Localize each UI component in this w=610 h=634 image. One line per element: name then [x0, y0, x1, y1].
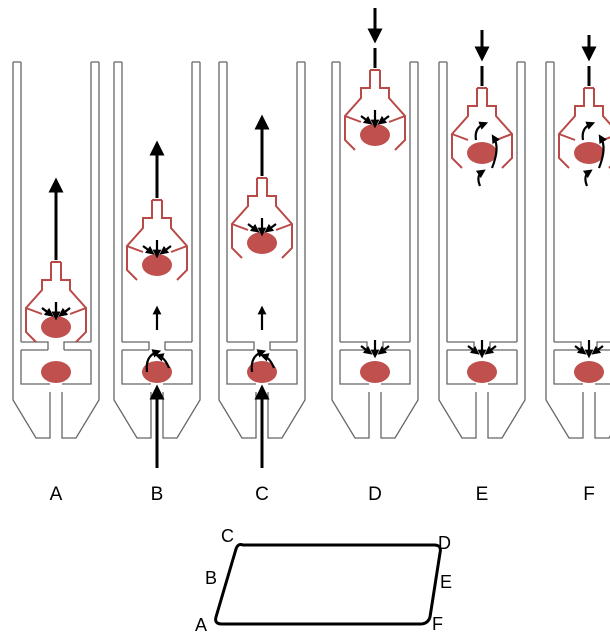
valve-flow-arrows	[377, 345, 390, 355]
inflow-swirl-arrow	[145, 349, 162, 373]
pump-tube	[12, 62, 100, 439]
check-valve-ball	[467, 361, 497, 383]
valve-chamber	[226, 341, 298, 385]
valve-chamber	[121, 341, 193, 385]
stage-label-b: B	[151, 484, 164, 505]
stage-label-d: D	[368, 484, 382, 505]
check-valve-ball	[41, 361, 71, 383]
pump-tube	[113, 62, 201, 439]
cycle-label-b: B	[205, 568, 217, 588]
piston-body	[344, 69, 406, 151]
stage-label-f: F	[583, 484, 595, 505]
piston-ball	[574, 142, 604, 164]
stage-label-a: A	[50, 484, 63, 505]
pump-tube	[545, 62, 610, 439]
cycle-label-d: D	[438, 533, 451, 553]
swirl-arrow	[582, 169, 593, 187]
swirl-arrow	[475, 169, 486, 187]
valve-flow-arrows	[591, 345, 604, 355]
piston-flow-arrows	[360, 115, 373, 125]
cycle-label-a: A	[195, 615, 207, 634]
pump-stage-f	[545, 35, 610, 439]
swirl-arrow	[581, 121, 596, 141]
valve-chamber	[20, 341, 92, 385]
piston-body	[231, 177, 293, 259]
check-valve-ball	[247, 361, 277, 383]
pump-cylinder	[219, 61, 305, 342]
inflow-swirl-arrow	[154, 353, 171, 369]
valve-flow-arrows	[360, 345, 373, 355]
piston-ball	[360, 124, 390, 146]
pump-cylinder	[439, 61, 525, 342]
stage-label-e: E	[476, 484, 489, 505]
piston-ball	[142, 254, 172, 276]
piston-body	[451, 87, 513, 169]
check-valve-ball	[574, 361, 604, 383]
valve-chamber	[339, 341, 411, 385]
piston-flow-arrows	[377, 115, 390, 125]
pump-stage-e	[438, 30, 526, 439]
cycle-label-e: E	[440, 572, 452, 592]
valve-flow-arrows	[574, 345, 587, 355]
piston-flow-arrows	[264, 223, 277, 233]
valve-flow-arrows	[484, 345, 497, 355]
piston-flow-arrows	[247, 223, 260, 233]
swirl-arrow	[597, 134, 608, 169]
check-valve-ball	[360, 361, 390, 383]
pump-cylinder	[546, 61, 555, 342]
check-valve-ball	[142, 361, 172, 383]
pump-stage-a	[12, 61, 100, 439]
piston-body	[558, 87, 610, 169]
valve-chamber	[553, 341, 610, 385]
stage-label-c: C	[255, 484, 269, 505]
pump-tube	[331, 62, 419, 439]
pump-cylinder	[332, 61, 418, 342]
pump-tube	[438, 62, 526, 439]
pump-stage-b	[113, 61, 201, 468]
swirl-arrow	[474, 121, 489, 141]
pump-cylinder	[13, 61, 99, 342]
swirl-arrow	[490, 134, 501, 169]
piston-flow-arrows	[58, 307, 71, 317]
inflow-swirl-arrow	[250, 349, 267, 373]
piston-ball	[467, 142, 497, 164]
piston-body	[25, 261, 87, 343]
cycle-loop	[214, 543, 442, 626]
piston-flow-arrows	[142, 245, 155, 255]
valve-chamber	[446, 341, 518, 385]
piston-body	[126, 199, 188, 281]
pump-stage-c	[218, 61, 306, 468]
pump-tube	[218, 62, 306, 439]
cycle-label-f: F	[432, 614, 443, 634]
cycle-label-c: C	[221, 526, 234, 546]
piston-ball	[41, 316, 71, 338]
valve-flow-arrows	[467, 345, 480, 355]
pump-stage-d	[331, 8, 419, 439]
piston-ball	[247, 232, 277, 254]
inflow-swirl-arrow	[259, 353, 276, 369]
piston-flow-arrows	[41, 307, 54, 317]
pump-cylinder	[114, 61, 200, 342]
piston-flow-arrows	[159, 245, 172, 255]
